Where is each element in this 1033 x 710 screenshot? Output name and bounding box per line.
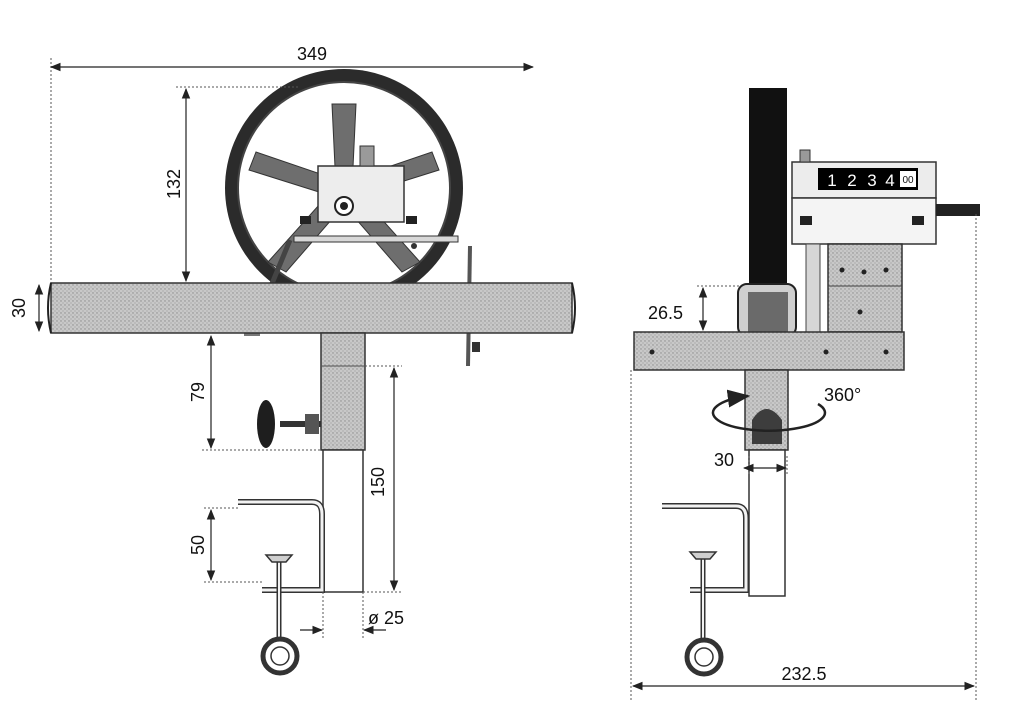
collar-shade [748,292,788,332]
counter-housing [317,165,405,223]
bracket-block [827,243,903,333]
rotation-arrow-icon [711,389,827,432]
axle-center [340,202,348,210]
side-post-rod [748,449,786,597]
mount-plate [293,235,459,243]
bracket-screw [883,267,889,273]
bracket-screw [839,267,845,273]
front-view: 349 132 30 79 150 50 ø 25 [9,44,576,676]
dim-mount: 26.5 [648,303,683,323]
side-view: 1 2 3 4 00 [630,88,980,700]
bracket-rod [805,243,821,333]
counter-bolt-right [912,216,924,225]
sleeve-knob [752,409,782,444]
table-clamp [238,499,325,676]
counter-fraction-box [900,171,916,187]
bracket-screw [857,309,863,315]
dim-post: 30 [714,450,734,470]
dim-beam: 30 [9,298,29,318]
dim-width: 349 [297,44,327,64]
dim-clamp: 50 [188,535,208,555]
counter-digit-1: 1 [827,171,836,190]
front-dimensions: 349 132 30 79 150 50 ø 25 [9,44,535,640]
post-rod [322,449,364,593]
locking-knob-icon [257,400,321,448]
plate-screw [411,243,417,249]
dim-wheel-height: 132 [164,169,184,199]
horizontal-beam [50,282,573,334]
rotation-label: 360° [824,385,861,405]
counter-top-knob [799,149,811,163]
counter-window [818,168,918,190]
beam-end-left [47,282,52,334]
counter-digit-4: 4 [885,171,894,190]
side-dimensions: 26.5 30 232.5 [630,214,977,700]
counter-fraction: 00 [902,175,914,186]
mount-bolt-left [300,216,311,224]
beam-screw [823,349,829,355]
clamp-ring-icon [260,636,300,676]
mount-bolt-right [406,216,417,224]
counter-digit-2: 2 [847,171,856,190]
side-beam [633,331,905,371]
beam-screw [883,349,889,355]
side-table-clamp [662,503,749,677]
vertical-column [749,88,787,288]
beam-screw [649,349,655,355]
dim-post-diameter: ø 25 [368,608,404,628]
counter-unit: 1 2 3 4 00 [791,149,980,333]
post-sleeve [320,332,366,451]
counter-digit-3: 3 [867,171,876,190]
beam-end-right [571,282,576,334]
dim-depth: 232.5 [781,664,826,684]
bracket-screw [861,269,867,275]
counter-shaft [936,204,980,216]
side-clamp-ring-icon [684,637,724,677]
dim-post-upper: 79 [188,382,208,402]
counter-bolt-left [800,216,812,225]
dim-post-length: 150 [368,467,388,497]
measuring-wheel [225,69,480,367]
counter-top-block [359,145,375,167]
rod-clip [472,342,480,352]
